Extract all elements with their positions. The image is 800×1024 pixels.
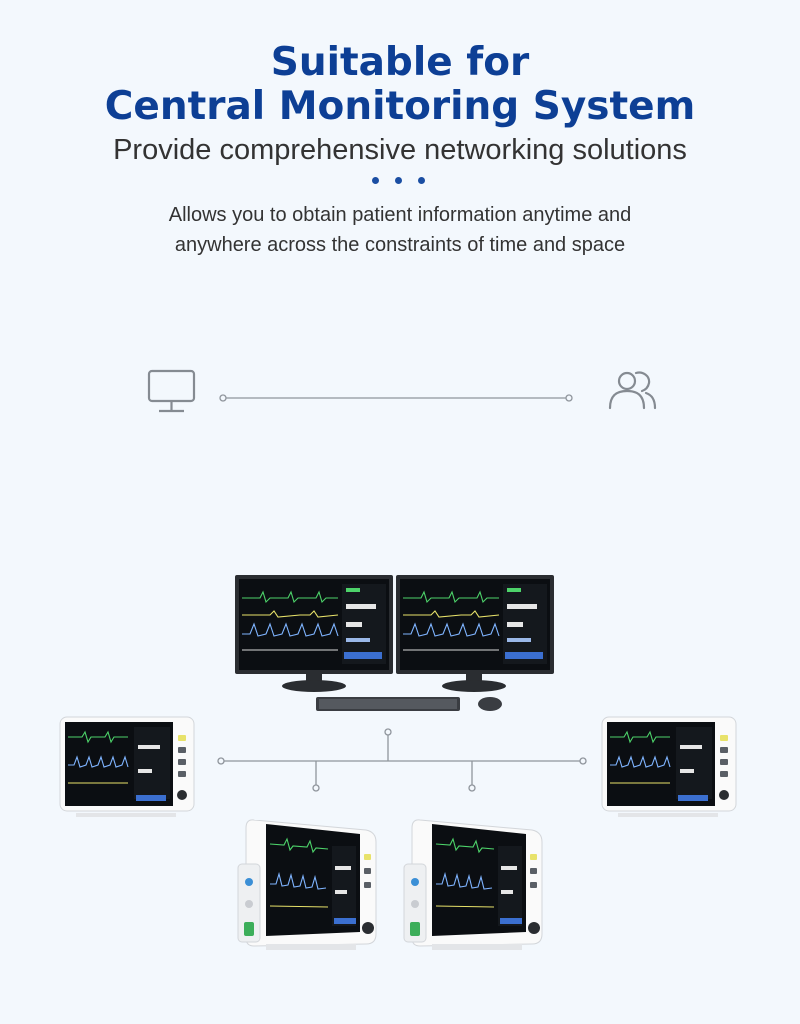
connector-line <box>219 394 573 402</box>
bedside-monitor-bottom-right <box>403 819 543 950</box>
description-line-1: Allows you to obtain patient information… <box>168 204 632 226</box>
decorative-dots <box>372 177 432 187</box>
workstation-monitor-right <box>396 575 554 692</box>
keyboard <box>316 697 460 711</box>
dot <box>372 177 379 184</box>
title-line-1: Suitable for <box>270 40 530 85</box>
dot <box>418 177 425 184</box>
subtitle: Provide comprehensive networking solutio… <box>113 134 687 166</box>
description-line-2: anywhere across the constraints of time … <box>174 234 626 256</box>
workstation-monitor-left <box>235 575 393 692</box>
title-line-2: Central Monitoring System <box>104 84 696 129</box>
mouse <box>478 697 502 711</box>
network-connectors <box>217 728 587 792</box>
monitor-icon <box>147 369 196 413</box>
central-workstation <box>235 575 554 711</box>
bedside-monitor-left <box>59 716 195 817</box>
dot <box>395 177 402 184</box>
users-icon <box>608 371 657 410</box>
bedside-monitor-right <box>601 716 737 817</box>
top-connector-row <box>147 369 657 413</box>
bedside-monitor-bottom-left <box>237 819 377 950</box>
